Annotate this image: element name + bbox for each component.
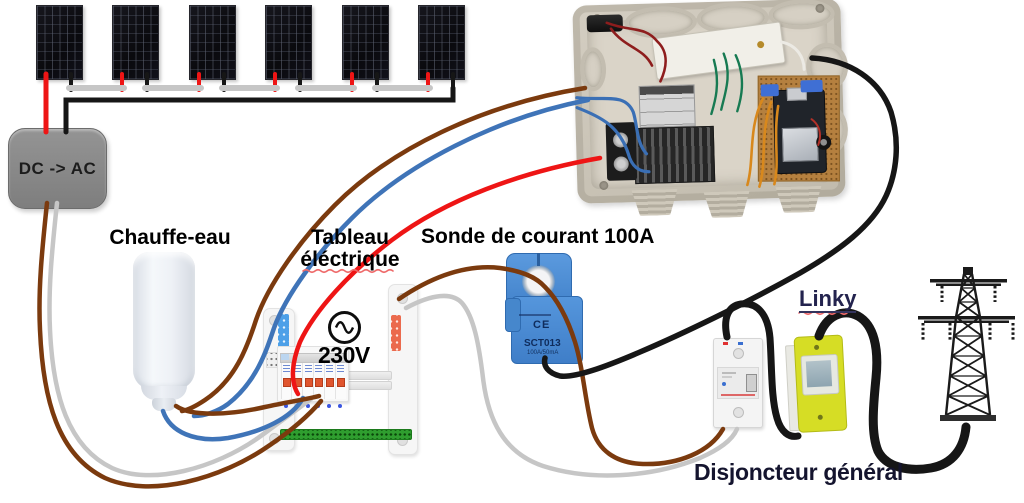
water-heater-label: Chauffe-eau: [109, 226, 231, 249]
transmission-pylon: [918, 267, 1015, 421]
ground-terminal-bar: [280, 429, 412, 440]
push-button: [586, 14, 624, 33]
screw: [269, 433, 280, 444]
terminal-blue: [760, 84, 779, 97]
solar-panel: [188, 5, 236, 80]
clamp-rating-label: 100A/50mA: [527, 350, 559, 356]
ce-mark: CE: [533, 319, 551, 331]
electrical-panel-label: Tableau éléctrique: [300, 226, 400, 271]
screw: [397, 293, 408, 304]
linky-meter: [784, 334, 848, 434]
voltage-label: 230V: [318, 342, 370, 368]
main-breaker: [713, 338, 763, 428]
busbar-tag: [281, 354, 289, 360]
current-clamp-hinge: [537, 253, 540, 266]
cable-gland: [629, 189, 680, 216]
solar-panel: [112, 5, 160, 80]
breaker-lever: [746, 374, 757, 392]
solar-panel: [341, 5, 389, 80]
main-breaker-label: Disjoncteur général: [694, 459, 904, 485]
current-sensor-label: Sonde de courant 100A: [421, 225, 655, 248]
sine-wave-icon: [334, 321, 355, 334]
junction-box: [572, 0, 849, 204]
current-clamp-smalltext: [519, 314, 551, 316]
screw: [733, 348, 744, 359]
indicator-dot: [722, 382, 726, 386]
terminal-blue: [800, 79, 823, 93]
solar-panel: [36, 5, 83, 80]
dc-ac-inverter: DC -> AC: [8, 128, 107, 209]
solar-panel: [418, 5, 465, 80]
breaker-phase-mark: [723, 342, 728, 345]
wifi-shield: [781, 126, 819, 162]
screw: [733, 407, 744, 418]
mini-breaker: [291, 363, 303, 408]
breaker-neutral-mark: [738, 342, 743, 345]
current-clamp-hole: [522, 265, 555, 298]
terminal-block: [605, 122, 638, 181]
meter-screen: [805, 360, 833, 388]
clamp-model-label: SCT013: [524, 338, 561, 349]
transformer: [638, 84, 696, 128]
pv-black-bus: [63, 85, 456, 135]
solar-panel: [265, 5, 313, 80]
water-heater-spout: [152, 398, 176, 411]
meter-label: Linky: [799, 286, 857, 313]
ac-symbol: [328, 311, 361, 344]
phase-terminal-block: [391, 315, 401, 351]
relay-heatsink: [633, 125, 716, 185]
breaker-module: [717, 367, 759, 399]
inverter-label: DC -> AC: [18, 158, 97, 178]
neutral-terminal-block: [278, 314, 289, 348]
mini-breaker: [280, 363, 292, 408]
mini-breaker: [302, 363, 314, 408]
cable-gland: [773, 186, 824, 213]
cable-gland: [702, 191, 753, 218]
water-heater: [133, 252, 195, 390]
